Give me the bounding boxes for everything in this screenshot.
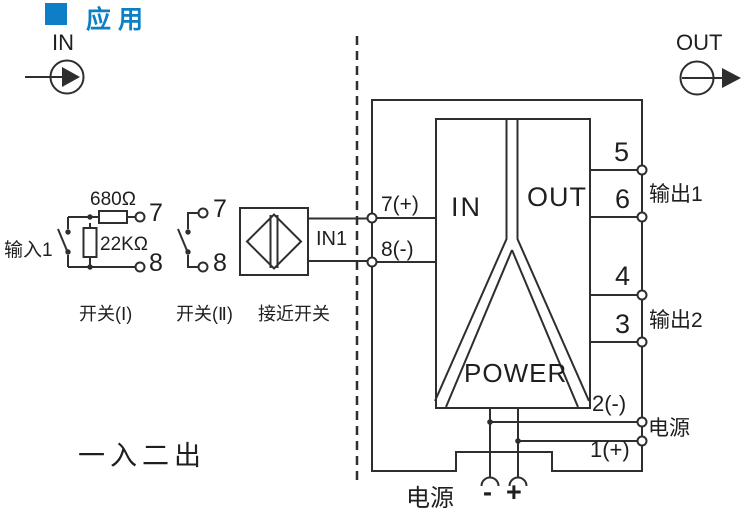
switch1-terminal-8: 8 <box>149 249 163 277</box>
switch-2-symbol <box>177 207 209 273</box>
switch-1-symbol <box>57 217 71 267</box>
switch1-caption: 开关(Ⅰ) <box>79 304 133 324</box>
power-wiring <box>480 408 648 487</box>
output1-label: 输出1 <box>649 183 703 206</box>
terminal-1-plus: 1(+) <box>590 437 630 462</box>
section-in-label: IN <box>451 192 482 222</box>
out-flow-label: OUT <box>676 30 723 55</box>
output2-label: 输出2 <box>649 309 703 332</box>
power-terminal-group-label: 电源 <box>648 417 690 440</box>
terminal-4: 4 <box>615 261 631 291</box>
configuration-summary: 一入二出 <box>78 441 206 471</box>
terminal-3: 3 <box>615 309 631 339</box>
switch1-terminal-7: 7 <box>149 199 163 227</box>
input1-label: 输入1 <box>4 240 53 261</box>
switch2-terminal-7: 7 <box>213 195 227 223</box>
series-resistor-value: 680Ω <box>90 189 136 210</box>
page-title: 应用 <box>86 6 151 34</box>
in-flow-label: IN <box>52 30 74 55</box>
power-plus-sign: + <box>506 477 522 507</box>
switch2-caption: 开关(Ⅱ) <box>176 304 233 324</box>
out-flow-icon <box>679 60 741 96</box>
terminal-6: 6 <box>615 184 631 214</box>
section-out-label: OUT <box>527 182 587 212</box>
shunt-resistor-value: 22KΩ <box>100 234 149 255</box>
terminal-8-minus: 8(-) <box>381 238 414 261</box>
power-minus-sign: - <box>483 477 492 507</box>
input-resistor-network <box>68 210 146 273</box>
proximity-caption: 接近开关 <box>258 304 330 324</box>
terminal-5: 5 <box>614 137 630 167</box>
power-supply-label: 电源 <box>406 485 454 512</box>
output-terminal-points <box>590 164 648 348</box>
switch2-terminal-8: 8 <box>213 249 227 277</box>
terminal-7-plus: 7(+) <box>381 193 419 216</box>
terminal-rail <box>371 99 643 472</box>
proximity-switch-symbol <box>239 207 368 276</box>
input-terminal-points <box>366 212 436 268</box>
section-marker-icon <box>45 3 67 25</box>
section-power-label: POWER <box>464 358 568 388</box>
in1-signal-label: IN1 <box>316 228 348 250</box>
isolator-outline <box>434 118 591 409</box>
terminal-2-minus: 2(-) <box>592 391 627 416</box>
in-flow-icon <box>25 59 85 95</box>
